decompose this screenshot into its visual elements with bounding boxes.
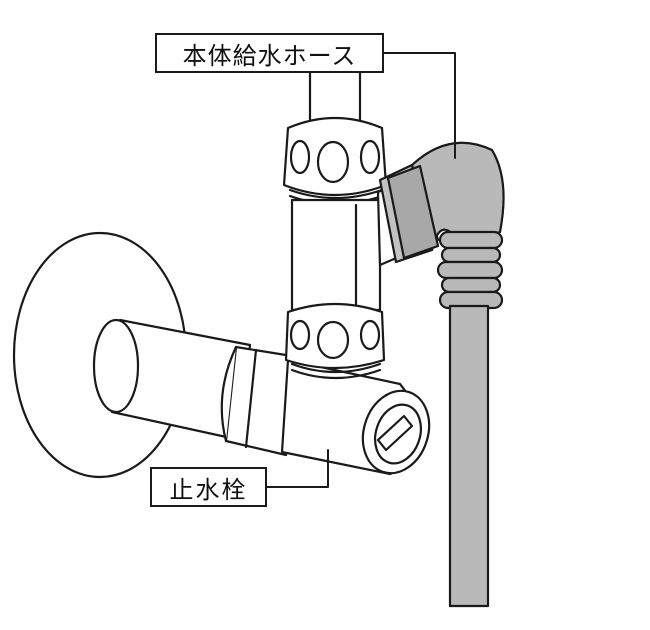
lower-knurled-connector bbox=[284, 302, 386, 380]
leader-lines bbox=[266, 52, 456, 488]
supply-hex-nut bbox=[220, 345, 294, 457]
grey-elbow bbox=[378, 141, 505, 264]
valve-leader-line bbox=[266, 449, 329, 488]
stop-valve-body bbox=[280, 358, 431, 476]
hose-label: 本体給水ホース bbox=[155, 33, 384, 73]
upper-knurled-connector bbox=[282, 116, 388, 206]
stop-valve-label: 止水栓 bbox=[150, 467, 267, 507]
water-supply-hose bbox=[448, 304, 490, 608]
hose-leader-line bbox=[383, 52, 456, 159]
tee-body bbox=[290, 198, 382, 312]
grey-hose-fitting bbox=[436, 230, 504, 310]
